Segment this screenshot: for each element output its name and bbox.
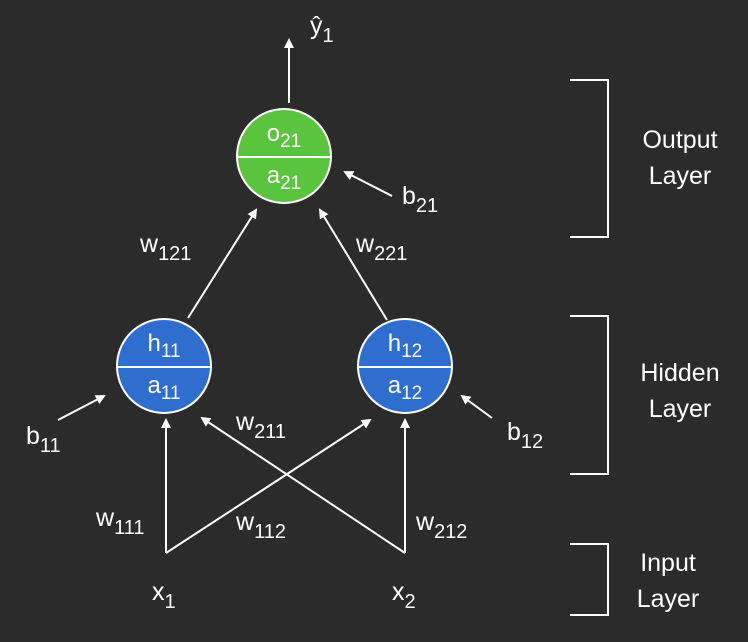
- output-layer-label: Output Layer: [642, 126, 718, 190]
- o21-label: o21: [266, 120, 302, 152]
- edge-w221: [318, 208, 388, 321]
- a21-label: a21: [266, 162, 302, 194]
- bias-arrow-b21: [343, 171, 393, 197]
- output-node-o21: o21 a21: [236, 108, 332, 204]
- bias-arrow-b11: [57, 395, 106, 421]
- weight-w121-label: w121: [140, 230, 192, 265]
- node-divider: [238, 156, 330, 158]
- input-x1-label: x1: [152, 578, 176, 613]
- node-divider: [359, 366, 451, 368]
- edge-w211: [200, 416, 406, 554]
- bias-b21-label: b21: [402, 182, 439, 217]
- weight-w112-label: w112: [236, 508, 286, 543]
- a12-label: a12: [387, 372, 423, 404]
- bracket-input-layer: [570, 543, 609, 616]
- bracket-output-layer: [570, 79, 609, 238]
- edge-w112: [165, 418, 372, 554]
- edge-w121: [187, 208, 258, 319]
- weight-w221-label: w221: [356, 230, 408, 265]
- bias-b12-label: b12: [507, 418, 544, 453]
- weight-w212-label: w212: [416, 508, 468, 543]
- bias-arrow-b12: [460, 394, 493, 419]
- h11-label: h11: [147, 330, 181, 362]
- h12-label: h12: [387, 330, 423, 362]
- bias-b11-label: b11: [26, 422, 61, 457]
- output-yhat-label: ŷ1: [310, 12, 334, 47]
- node-divider: [118, 366, 210, 368]
- input-layer-label: Input Layer: [636, 549, 700, 613]
- a11-label: a11: [147, 372, 181, 404]
- input-x2-label: x2: [392, 578, 416, 613]
- hidden-node-h11: h11 a11: [116, 318, 212, 414]
- hidden-node-h12: h12 a12: [357, 318, 453, 414]
- weight-w111-label: w111: [96, 504, 145, 539]
- bracket-hidden-layer: [570, 315, 609, 475]
- weight-w211-label: w211: [236, 408, 286, 443]
- hidden-layer-label: Hidden Layer: [640, 359, 720, 423]
